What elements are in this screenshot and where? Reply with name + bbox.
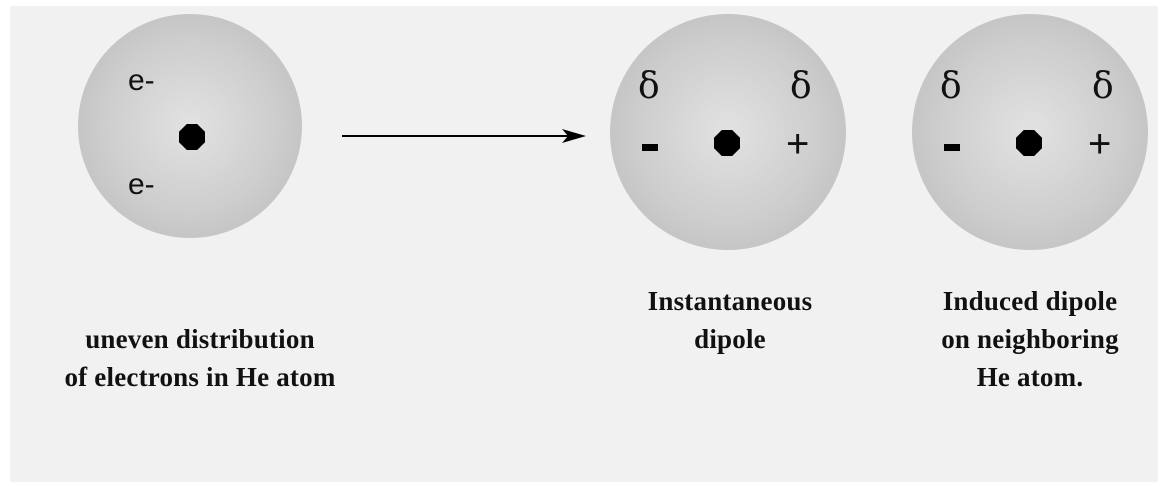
- electron-label-bottom: e-: [128, 168, 155, 201]
- caption-instantaneous-dipole: Instantaneous dipole: [600, 282, 860, 358]
- delta-symbol-right: δ: [790, 66, 812, 107]
- nucleus: [179, 124, 205, 150]
- he-atom-uneven: e- e-: [78, 14, 302, 238]
- positive-sign: +: [786, 122, 810, 166]
- caption-line: Induced dipole: [942, 286, 1118, 316]
- caption-line: Instantaneous: [647, 286, 813, 316]
- delta-symbol-right: δ: [1092, 66, 1114, 107]
- he-atom-instantaneous-dipole: δ δ +: [610, 14, 846, 250]
- caption-induced-dipole: Induced dipole on neighboring He atom.: [910, 282, 1150, 396]
- caption-line: uneven distribution: [85, 324, 315, 354]
- arrow: [342, 129, 586, 143]
- caption-line: dipole: [694, 324, 766, 354]
- delta-symbol-left: δ: [638, 66, 660, 107]
- nucleus: [714, 130, 740, 156]
- positive-sign: +: [1088, 122, 1112, 166]
- nucleus: [1016, 130, 1042, 156]
- delta-symbol-left: δ: [940, 66, 962, 107]
- caption-line: He atom.: [976, 362, 1084, 392]
- diagram-panel: e- e- δ δ + δ δ + uneven distribution of…: [10, 6, 1158, 482]
- electron-label-top: e-: [128, 64, 155, 97]
- caption-line: of electrons in He atom: [64, 362, 336, 392]
- negative-sign: [642, 144, 658, 151]
- negative-sign: [944, 144, 960, 151]
- he-atom-induced-dipole: δ δ +: [912, 14, 1148, 250]
- caption-uneven-distribution: uneven distribution of electrons in He a…: [20, 320, 380, 396]
- caption-line: on neighboring: [941, 324, 1119, 354]
